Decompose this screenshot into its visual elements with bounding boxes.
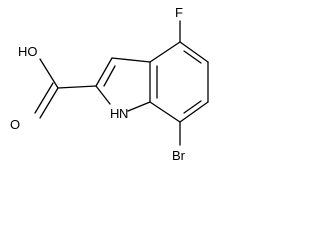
bond-c4-c5 xyxy=(179,41,209,63)
molecule-drawing: F HO O H N Br xyxy=(10,5,209,163)
bond-cooh-o-double-1 xyxy=(39,87,59,119)
bond-n1-c7a xyxy=(127,101,151,112)
bond-c3-c2-double xyxy=(103,65,116,87)
bond-c3a-c4 xyxy=(149,41,181,63)
bond-c2-cooh xyxy=(57,85,97,89)
hydroxyl-label: HO xyxy=(18,44,38,59)
bond-c3-c2 xyxy=(95,57,113,87)
nitrogen-h-label: H xyxy=(110,106,119,121)
bond-c7-c7a xyxy=(149,101,181,123)
carbonyl-oxygen-label: O xyxy=(10,117,20,132)
bromine-label: Br xyxy=(172,148,186,163)
nitrogen-label: N xyxy=(119,106,128,121)
bond-c3a-c3 xyxy=(111,57,151,63)
bond-c6-c7 xyxy=(179,101,209,123)
structure-diagram: F HO O H N Br xyxy=(0,0,212,176)
bond-cooh-o-double-2 xyxy=(34,82,54,114)
fluorine-label: F xyxy=(175,5,183,20)
bond-cooh-oh xyxy=(39,58,59,89)
bond-c4-c5-double xyxy=(183,50,202,64)
bond-c6-c7-double xyxy=(183,100,202,114)
bond-c2-n1 xyxy=(95,85,111,105)
